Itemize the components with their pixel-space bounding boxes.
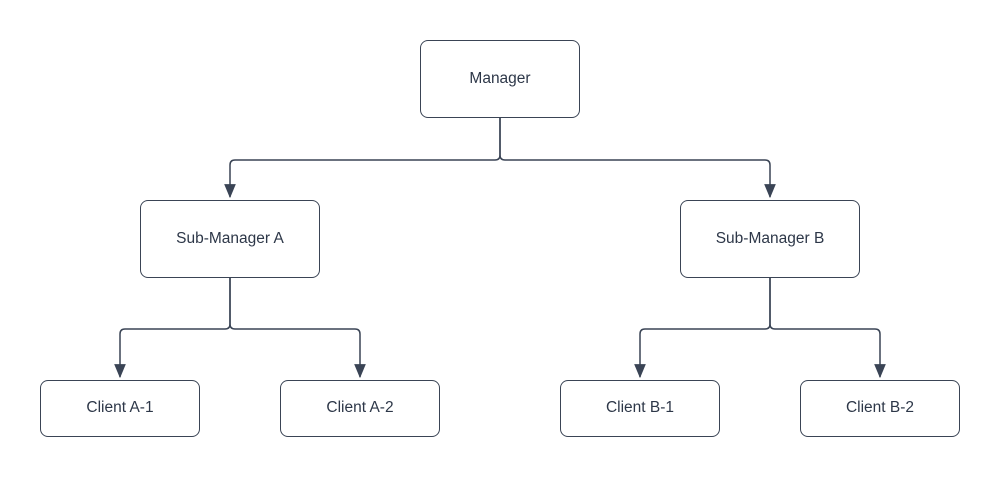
edge-sub-a-to-client-a1 <box>114 278 231 379</box>
node-client-b2-label: Client B-2 <box>845 399 915 417</box>
edge-manager-to-sub-b <box>499 118 776 199</box>
node-client-b1-label: Client B-1 <box>605 399 675 417</box>
node-manager-label: Manager <box>469 69 531 87</box>
node-client-b1[interactable]: Client B-1 <box>560 380 720 437</box>
node-client-a2-label: Client A-2 <box>326 399 394 417</box>
node-manager[interactable]: Manager <box>420 40 580 118</box>
edge-sub-b-to-client-b1 <box>634 278 771 379</box>
edge-manager-to-sub-a <box>224 118 501 199</box>
node-sub-manager-a-label: Sub-Manager A <box>176 229 284 247</box>
node-client-a1[interactable]: Client A-1 <box>40 380 200 437</box>
node-client-b2[interactable]: Client B-2 <box>800 380 960 437</box>
edge-sub-b-to-client-b2 <box>769 278 886 379</box>
node-sub-manager-b[interactable]: Sub-Manager B <box>680 200 860 278</box>
node-sub-manager-b-label: Sub-Manager B <box>715 229 825 247</box>
node-sub-manager-a[interactable]: Sub-Manager A <box>140 200 320 278</box>
node-client-a2[interactable]: Client A-2 <box>280 380 440 437</box>
node-client-a1-label: Client A-1 <box>86 399 154 417</box>
edge-sub-a-to-client-a2 <box>229 278 366 379</box>
